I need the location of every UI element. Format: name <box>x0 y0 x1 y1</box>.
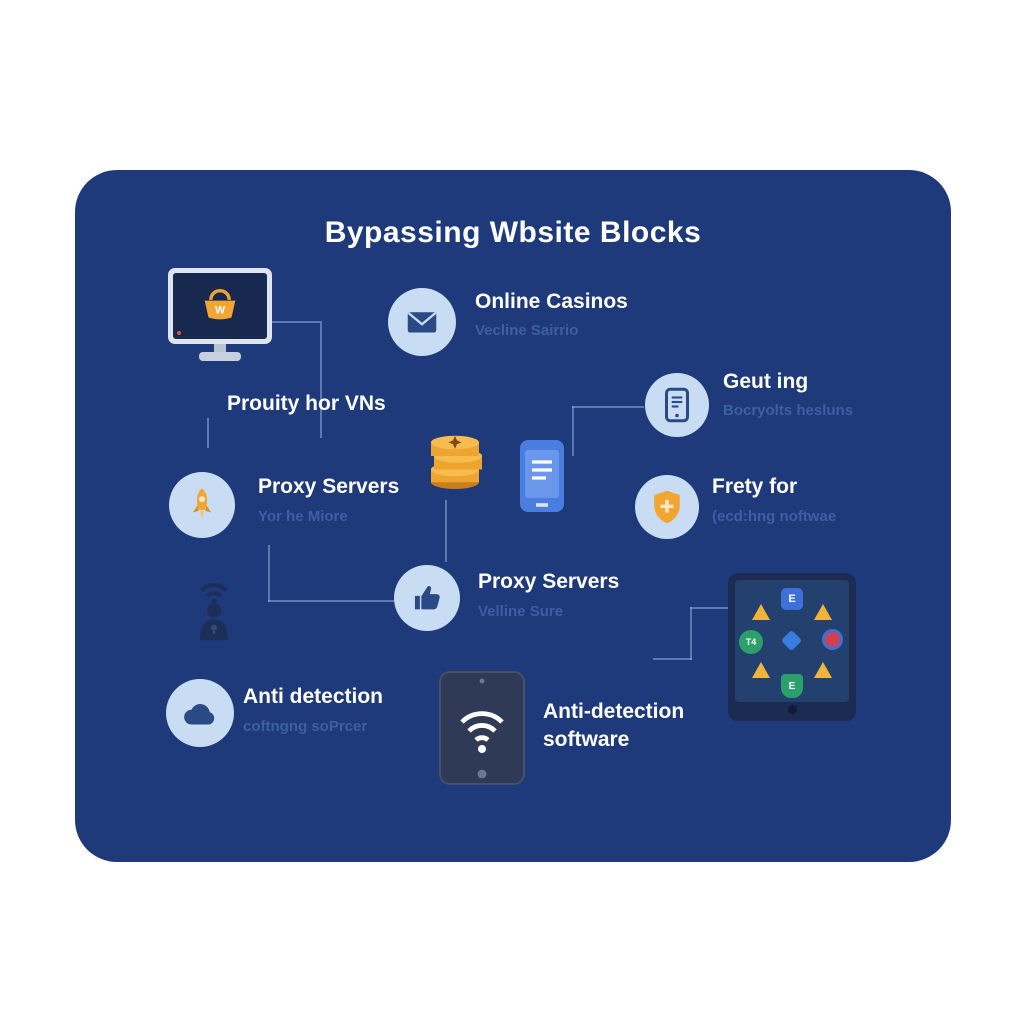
shield-icon-circle <box>635 475 699 539</box>
page-title: Bypassing Wbsite Blocks <box>324 216 702 249</box>
connector-line <box>653 658 692 660</box>
connector-line <box>268 545 270 602</box>
envelope-icon <box>407 312 437 333</box>
shield-icon <box>654 490 680 524</box>
monitor-frame: W <box>168 268 272 344</box>
connector-line <box>572 406 574 456</box>
connector-line <box>572 406 644 408</box>
anti-detection-software-label-line1: Anti-detection <box>543 700 685 723</box>
dashboard-screen: E T4 E <box>735 580 849 702</box>
basket-letter: W <box>215 305 226 317</box>
monitor-home-button <box>787 705 797 714</box>
connector-line <box>445 500 447 562</box>
connector-line <box>690 607 692 660</box>
rocket-icon <box>192 488 212 520</box>
prouity-label: Prouity hor VNs <box>227 392 386 415</box>
mini-warning-triangle-icon <box>814 604 832 620</box>
mini-warning-triangle-icon <box>752 604 770 620</box>
wifi-person-icon <box>183 568 245 649</box>
geut-ing-subtext: Bocryolts hesluns <box>723 402 854 419</box>
desktop-monitor-icon: W <box>168 268 272 361</box>
connector-line <box>268 600 394 602</box>
proxy-servers-mid-label: Proxy Servers <box>478 570 620 593</box>
anti-detection-software-label-line2: software <box>543 728 630 751</box>
mini-alert-circle-icon <box>825 632 840 647</box>
thumbs-up-icon-circle <box>394 565 460 631</box>
phone-icon-circle <box>645 373 709 437</box>
smartphone-icon <box>665 387 689 423</box>
connector-line <box>690 607 730 609</box>
connector-line <box>272 321 320 323</box>
proxy-servers-left-label: Proxy Servers <box>258 475 400 498</box>
coin-stack-icon <box>425 428 491 495</box>
cloud-icon <box>184 704 215 725</box>
cloud-icon-circle <box>166 679 234 747</box>
tablet-wifi-icon <box>438 670 526 791</box>
infographic-card: Bypassing Wbsite Blocks W <box>75 170 951 862</box>
screen-indicator-dot <box>177 331 181 335</box>
mini-warning-triangle-icon <box>752 662 770 678</box>
mini-warning-triangle-icon <box>814 662 832 678</box>
blue-phone-icon <box>518 438 566 519</box>
monitor-base <box>199 352 241 361</box>
anti-detection-subtext: coftngng soPrcer <box>243 718 368 735</box>
rocket-icon-circle <box>169 472 235 538</box>
frety-for-subtext: (ecd:hng noftwae <box>712 508 837 525</box>
monitor-screen: W <box>173 273 267 339</box>
online-casinos-subtext: Vecline Sairrio <box>475 322 579 339</box>
connector-line <box>207 418 209 448</box>
mini-green-circle-icon: T4 <box>739 630 763 654</box>
online-casinos-label: Online Casinos <box>475 290 628 313</box>
mini-blue-square-icon: E <box>781 588 803 610</box>
proxy-servers-left-subtext: Yor he Miore <box>258 508 348 525</box>
mini-blue-diamond-icon <box>780 629 803 652</box>
frety-for-label: Frety for <box>712 475 798 498</box>
thumbs-up-icon <box>414 585 440 610</box>
connector-line <box>320 321 322 438</box>
mini-green-shield-icon: E <box>781 674 803 698</box>
anti-detection-label: Anti detection <box>243 685 383 708</box>
geut-ing-label: Geut ing <box>723 370 809 393</box>
envelope-icon-circle <box>388 288 456 356</box>
security-dashboard-monitor: E T4 E <box>728 573 856 721</box>
proxy-servers-mid-subtext: Velline Sure <box>478 603 564 620</box>
monitor-stand <box>214 344 226 352</box>
shopping-basket-icon: W <box>204 288 236 320</box>
